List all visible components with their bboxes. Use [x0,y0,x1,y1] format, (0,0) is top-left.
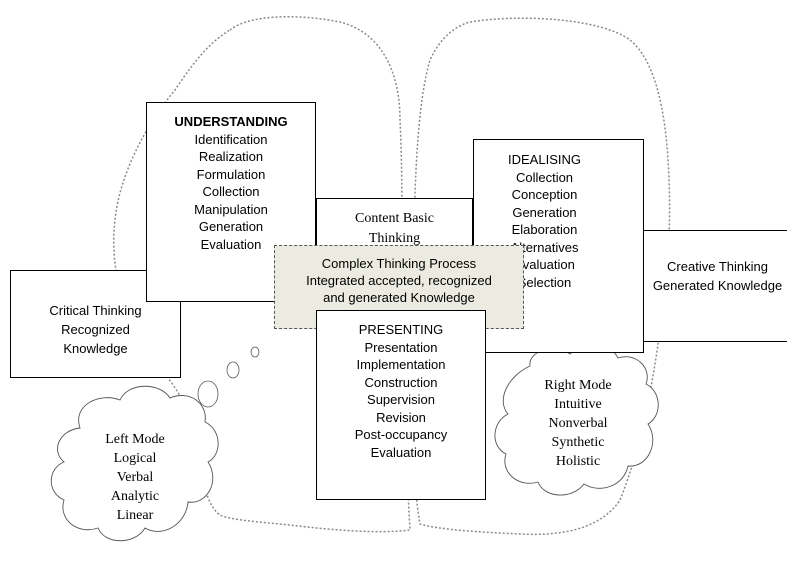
content-basic-line-2: Thinking [368,231,421,246]
understanding-item: Evaluation [200,236,262,252]
complex-line-3: and generated Knowledge [323,290,475,305]
presenting-item: Supervision [367,392,435,407]
understanding-item: Generation [198,219,264,234]
left-mode-line: Linear [116,508,154,523]
idealising-item: Elaboration [511,222,578,237]
presenting-item: Post-occupancy [354,427,448,442]
right-mode-line: Holistic [555,454,601,469]
complex-line-1: Complex Thinking Process [321,256,477,271]
left-mode-line: Verbal [116,470,154,485]
idealising-item: Collection [515,169,574,185]
understanding-box: UNDERSTANDING Identification Realization… [146,102,316,302]
thought-bubble-small [250,346,260,358]
presenting-item: Implementation [356,357,446,372]
presenting-item: Construction [364,374,438,390]
thought-bubble-medium [226,361,240,379]
presenting-item: Revision [376,409,426,425]
left-mode-line: Logical [113,451,157,466]
understanding-item: Identification [194,131,268,147]
left-mode-line: Left Mode [105,432,165,447]
understanding-item: Formulation [196,166,266,182]
presenting-box: PRESENTING Presentation Implementation C… [316,310,486,500]
left-mode-cloud [50,385,219,542]
presenting-title: PRESENTING [358,322,444,337]
right-hemisphere-outline [413,17,671,536]
critical-line-1: Critical Thinking [49,303,142,318]
understanding-item: Collection [202,184,260,199]
content-basic-line-1: Content Basic [355,211,434,226]
right-mode-line: Synthetic [551,435,605,450]
understanding-item: Realization [198,149,264,164]
idealising-item: Evaluation [514,257,575,272]
right-mode-text: Right Mode Intuitive Nonverbal Synthetic… [520,376,636,471]
critical-line-3: Knowledge [63,341,128,356]
critical-line-2: Recognized [61,322,130,337]
left-hemisphere-outline [112,16,411,533]
creative-thinking-box: Creative Thinking Generated Knowledge [620,230,787,342]
idealising-item: Selection [517,274,572,290]
creative-line-1: Creative Thinking [667,259,768,274]
idealising-title: IDEALISING [508,152,581,167]
creative-line-2: Generated Knowledge [652,278,783,293]
idealising-item: Alternatives [510,239,579,255]
presenting-item: Evaluation [370,444,432,460]
left-mode-text: Left Mode Logical Verbal Analytic Linear [80,430,190,525]
right-mode-line: Nonverbal [548,416,608,431]
presenting-item: Presentation [364,339,438,355]
right-mode-line: Intuitive [554,397,602,412]
complex-line-2: Integrated accepted, recognized [306,273,492,288]
understanding-title: UNDERSTANDING [174,114,288,129]
left-mode-line: Analytic [110,489,160,504]
thought-bubble-large [197,380,219,408]
idealising-item: Generation [512,204,577,220]
right-mode-line: Right Mode [544,378,612,393]
understanding-item: Manipulation [194,201,268,217]
idealising-item: Conception [511,187,578,202]
